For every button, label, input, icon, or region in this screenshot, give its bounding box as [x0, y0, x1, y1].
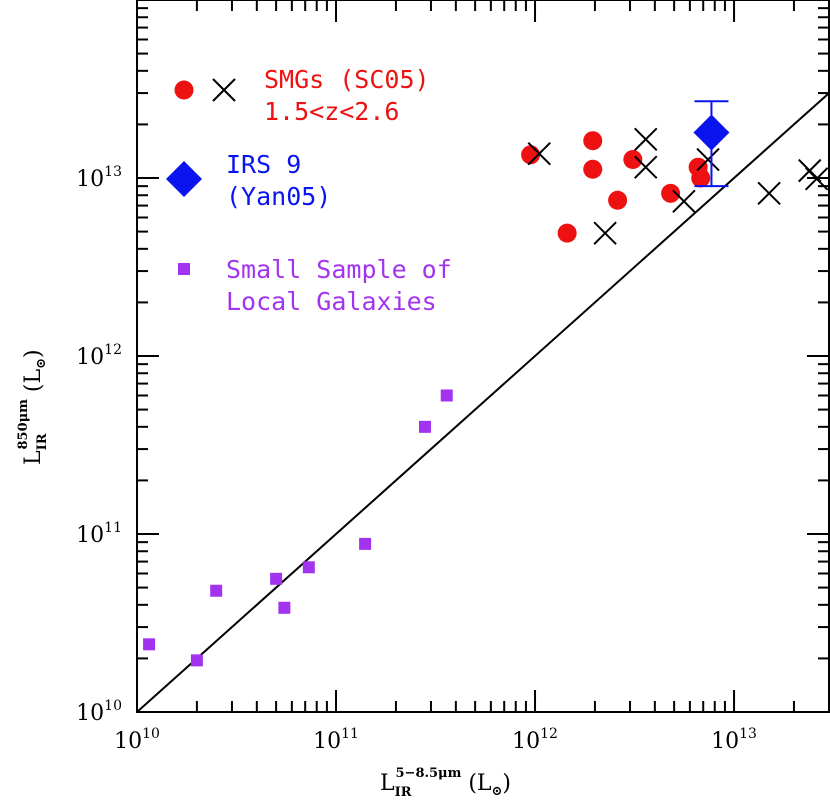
cross-data-point [804, 167, 829, 191]
legend-square-marker [178, 263, 190, 275]
cross-stroke [757, 181, 781, 206]
x-tick-label: 1010 [114, 726, 160, 754]
square-data-point [143, 638, 156, 651]
y-axis-label: LIR850μm (L⊙) [16, 349, 50, 465]
legend-smg-text: SMGs (SC05) [264, 65, 430, 94]
y-tick-label: 1012 [76, 342, 122, 370]
legend-irs9-text: (Yan05) [226, 182, 331, 211]
marks-layer [143, 100, 829, 667]
cross-data-point [527, 141, 551, 166]
cross-stroke [527, 141, 551, 166]
cross-data-point [757, 181, 781, 206]
cross-data-point [634, 127, 658, 151]
circle-data-point [583, 159, 603, 179]
circle-data-point [623, 150, 643, 170]
legend-circle-marker [174, 80, 194, 100]
legend-local-text: Small Sample of [226, 255, 452, 284]
ticks-layer [136, 0, 830, 713]
square-data-point [278, 601, 291, 614]
x-tick-label: 1011 [313, 726, 359, 754]
cross-stroke [696, 147, 720, 172]
circle-data-point [691, 168, 711, 188]
circle-data-point [583, 131, 603, 151]
y-tick-label: 1010 [76, 698, 122, 726]
square-data-point [270, 572, 283, 585]
square-data-point [440, 389, 453, 402]
x-axis-label: LIR5−8.5μm (L⊙) [380, 766, 511, 800]
legend-irs9-text: IRS 9 [226, 150, 301, 179]
square-data-point [210, 584, 223, 597]
cross-stroke [672, 189, 696, 213]
cross-data-point [634, 155, 658, 179]
labels-layer: 1010 1011 1012 1013 1010 1011 1012 1013LIR5−8.5… [16, 164, 757, 800]
cross-stroke [634, 155, 658, 179]
cross-stroke [212, 78, 236, 102]
legend-smg-text: 1.5<z<2.6 [264, 97, 399, 126]
cross-data-point [672, 189, 696, 213]
one-to-one-line [136, 92, 830, 713]
legend-cross-marker [212, 78, 236, 102]
legend-diamond-marker [166, 161, 202, 197]
cross-data-point [593, 221, 617, 245]
cross-stroke [593, 221, 617, 245]
legend-local-text: Local Galaxies [226, 287, 437, 316]
cross-stroke [804, 167, 829, 191]
square-data-point [190, 654, 203, 667]
diamond-data-point [693, 114, 730, 151]
line-layer [136, 92, 830, 713]
cross-stroke [634, 127, 658, 151]
square-data-point [419, 420, 432, 433]
x-tick-label: 1013 [711, 726, 757, 754]
circle-data-point [608, 190, 628, 210]
circle-data-point [661, 183, 681, 203]
y-tick-label: 1013 [76, 164, 122, 192]
cross-data-point [696, 147, 720, 172]
y-tick-label: 1011 [76, 520, 122, 548]
circle-data-point [557, 223, 577, 243]
square-data-point [302, 561, 315, 574]
square-data-point [359, 537, 372, 550]
x-tick-label: 1012 [512, 726, 558, 754]
plot-frame [136, 0, 830, 713]
